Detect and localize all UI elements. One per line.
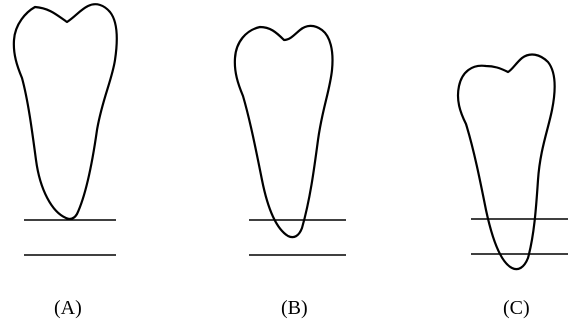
panel-label-b: (B) xyxy=(281,297,308,319)
tooth-outline-a xyxy=(12,3,118,221)
tooth-outline-b xyxy=(233,24,334,239)
tooth-outline-c xyxy=(456,53,556,271)
panel-a: (A) xyxy=(12,3,118,319)
panel-c: (C) xyxy=(456,53,568,319)
panel-label-c: (C) xyxy=(503,297,530,319)
panel-b: (B) xyxy=(233,24,346,319)
panel-label-a: (A) xyxy=(54,297,82,319)
